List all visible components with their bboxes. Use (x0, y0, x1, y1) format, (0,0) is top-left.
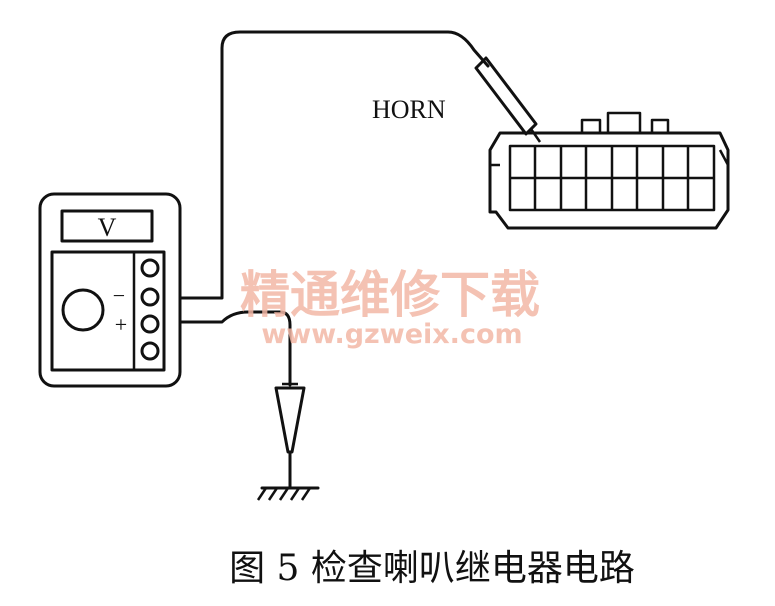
ground-hatch (256, 487, 312, 501)
watermark-url: www.gzweix.com (261, 319, 522, 350)
terminal-minus (140, 287, 160, 307)
voltmeter-display-text: V (98, 213, 117, 242)
ground-probe-body (274, 386, 306, 454)
test-probe (474, 56, 542, 143)
minus-sign: − (113, 283, 125, 308)
connector-side-rib-right (718, 149, 730, 166)
terminal-1 (140, 258, 160, 278)
ground-wire (178, 310, 292, 387)
voltmeter-display (60, 209, 154, 243)
voltmeter-panel (50, 250, 166, 372)
connector-latch (580, 111, 670, 133)
terminal-plus (140, 314, 160, 334)
horn-label: HORN (372, 95, 446, 124)
probe-wire (178, 30, 490, 300)
watermark-text: 精通维修下载 (240, 266, 540, 324)
voltmeter-body (38, 192, 182, 388)
figure-caption: 图 5 检查喇叭继电器电路 (229, 548, 635, 589)
plus-sign: + (115, 312, 127, 337)
selector-dial (61, 288, 105, 332)
probe-body (474, 56, 538, 136)
probe-tip (529, 128, 542, 143)
ground-probe (256, 382, 320, 501)
horn-relay-connector (488, 111, 730, 230)
connector-pin-cells (510, 146, 714, 210)
terminal-4 (140, 341, 160, 361)
voltmeter: V − + (38, 192, 182, 388)
connector-housing (488, 131, 730, 230)
